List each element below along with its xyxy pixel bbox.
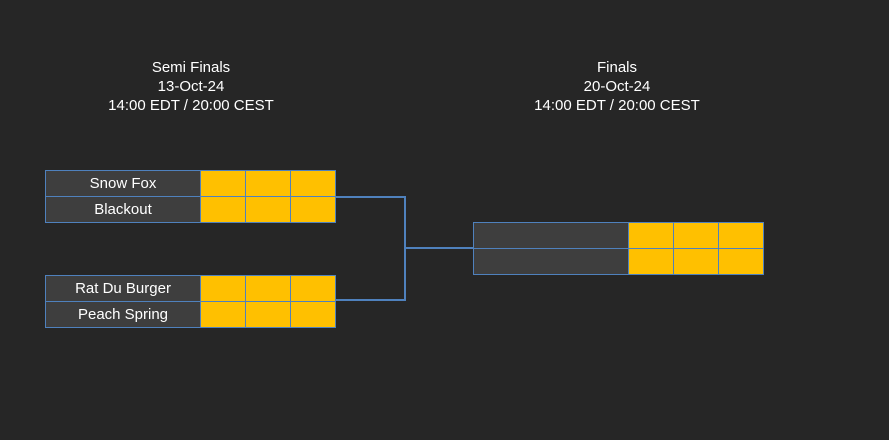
team-name-cell: Snow Fox [46,171,200,196]
score-cell [629,223,673,248]
team-name-cell: Rat Du Burger [46,276,200,301]
finals-header: Finals 20-Oct-24 14:00 EDT / 20:00 CEST [467,58,767,115]
semifinal-match-2: Rat Du Burger Peach Spring [45,275,336,328]
team-name-cell-empty [474,249,628,274]
score-cell [201,197,245,222]
score-cell [201,276,245,301]
score-cell [246,276,290,301]
team-name-cell-empty [474,223,628,248]
score-cell [201,171,245,196]
score-cell [629,249,673,274]
semifinals-header: Semi Finals 13-Oct-24 14:00 EDT / 20:00 … [41,58,341,115]
score-cell [246,197,290,222]
score-cell [719,223,763,248]
score-cell [246,171,290,196]
semifinal-match-1: Snow Fox Blackout [45,170,336,223]
finals-time: 14:00 EDT / 20:00 CEST [534,97,700,114]
score-cell [246,302,290,327]
finals-title: Finals [596,59,637,76]
score-cell [291,171,335,196]
score-cell [291,276,335,301]
team-name-cell: Blackout [46,197,200,222]
semifinals-title: Semi Finals [151,59,231,76]
semifinals-time: 14:00 EDT / 20:00 CEST [108,97,274,114]
final-match [473,222,764,275]
score-cell [719,249,763,274]
score-cell [291,302,335,327]
connector-final [405,247,473,249]
finals-date: 20-Oct-24 [583,78,651,95]
connector-semifinal-1 [335,196,405,198]
connector-semifinal-2 [335,299,405,301]
score-cell [674,223,718,248]
score-cell [201,302,245,327]
semifinals-date: 13-Oct-24 [157,78,225,95]
team-name-cell: Peach Spring [46,302,200,327]
score-cell [291,197,335,222]
score-cell [674,249,718,274]
